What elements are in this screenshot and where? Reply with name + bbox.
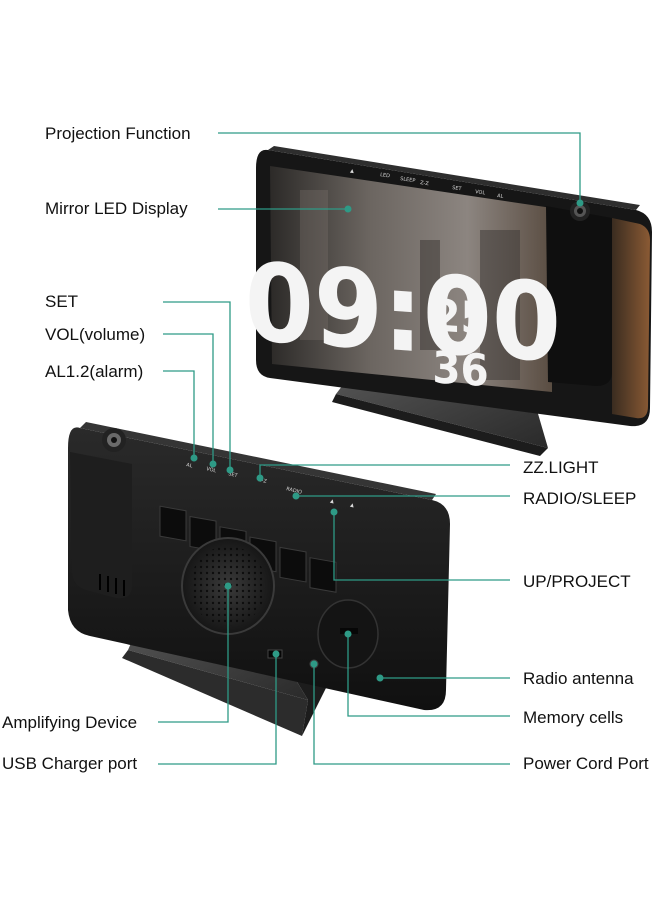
label-zz-light: ZZ.LIGHT bbox=[523, 458, 599, 477]
leader-dots bbox=[190, 199, 584, 682]
leader-set bbox=[163, 301, 231, 470]
svg-text:▲: ▲ bbox=[330, 498, 335, 505]
svg-text:Z-Z: Z-Z bbox=[420, 180, 430, 187]
leader-zz bbox=[259, 464, 510, 478]
svg-text:VOL: VOL bbox=[475, 189, 486, 196]
leader-memory bbox=[347, 634, 510, 717]
label-amplifying-device: Amplifying Device bbox=[2, 713, 138, 732]
temperature-display: 25 bbox=[432, 290, 488, 345]
label-memory-cells: Memory cells bbox=[523, 708, 624, 727]
svg-text:VOL: VOL bbox=[206, 466, 217, 474]
label-radio-antenna: Radio antenna bbox=[523, 669, 634, 688]
svg-text:AL: AL bbox=[186, 462, 194, 469]
label-up-project: UP/PROJECT bbox=[523, 572, 631, 591]
label-radio-sleep: RADIO/SLEEP bbox=[523, 489, 637, 508]
leader-al bbox=[163, 370, 195, 458]
label-projection-function: Projection Function bbox=[45, 124, 191, 143]
svg-text:▲: ▲ bbox=[350, 168, 355, 174]
label-usb-charger-port: USB Charger port bbox=[2, 754, 138, 773]
temperature-unit: °C bbox=[538, 292, 552, 305]
svg-text:Z-Z: Z-Z bbox=[258, 477, 268, 485]
leader-lines bbox=[158, 132, 581, 765]
svg-text:LED: LED bbox=[380, 172, 391, 179]
label-vol: VOL(volume) bbox=[45, 325, 146, 344]
svg-text:SET: SET bbox=[452, 185, 463, 192]
leader-vol bbox=[163, 333, 214, 464]
projector-housing bbox=[546, 206, 612, 386]
leader-usb bbox=[158, 654, 277, 765]
humidity-unit: % bbox=[522, 348, 535, 364]
leader-up bbox=[333, 512, 510, 581]
humidity-display: 36 bbox=[432, 342, 488, 397]
label-alarm: AL1.2(alarm) bbox=[45, 362, 144, 381]
svg-text:RADIO: RADIO bbox=[286, 486, 303, 496]
svg-text:▲: ▲ bbox=[350, 502, 355, 509]
leader-power bbox=[313, 664, 510, 765]
label-set: SET bbox=[45, 292, 79, 311]
svg-text:SLEEP: SLEEP bbox=[400, 176, 416, 184]
time-display: 09:00 bbox=[245, 240, 561, 387]
leader-amplifier bbox=[158, 586, 229, 723]
front-clock: ▲ LED SLEEP Z-Z SET VOL AL 09:00 25 °C 3… bbox=[245, 146, 652, 456]
label-power-cord-port: Power Cord Port bbox=[523, 754, 649, 773]
svg-text:AL: AL bbox=[497, 193, 504, 200]
leader-projection bbox=[218, 132, 581, 203]
svg-text:SET: SET bbox=[228, 471, 239, 479]
rear-clock: AL VOL SET Z-Z RADIO ▲ ▲ bbox=[68, 422, 450, 736]
label-mirror-led-display: Mirror LED Display bbox=[45, 199, 188, 218]
